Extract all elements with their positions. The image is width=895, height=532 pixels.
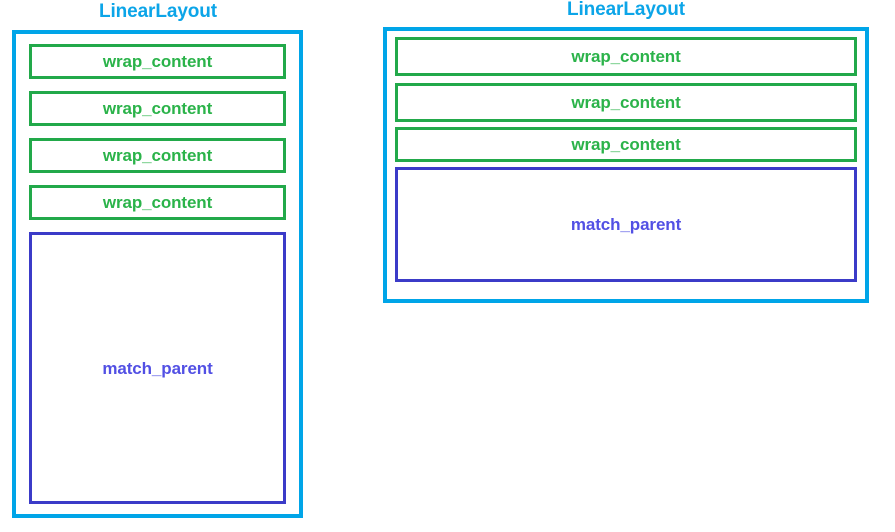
child-label: wrap_content (102, 193, 213, 212)
child-box-wrap-content: wrap_content (29, 138, 286, 173)
child-box-match-parent: match_parent (29, 232, 286, 504)
child-box-wrap-content: wrap_content (29, 91, 286, 126)
linearlayout-container-right: wrap_content wrap_content wrap_content m… (383, 27, 869, 303)
child-label: wrap_content (102, 52, 213, 71)
child-box-wrap-content: wrap_content (395, 83, 857, 122)
linearlayout-container-left: wrap_content wrap_content wrap_content w… (12, 30, 303, 518)
layout-panel-left: LinearLayout wrap_content wrap_content w… (0, 2, 316, 518)
child-box-wrap-content: wrap_content (395, 127, 857, 162)
child-box-wrap-content: wrap_content (29, 44, 286, 79)
child-box-wrap-content: wrap_content (29, 185, 286, 220)
panel-title-left: LinearLayout (98, 1, 218, 22)
layout-panel-right: LinearLayout wrap_content wrap_content w… (383, 0, 869, 303)
child-box-match-parent: match_parent (395, 167, 857, 282)
child-label: wrap_content (102, 146, 213, 165)
child-label: wrap_content (571, 93, 681, 112)
child-label: match_parent (102, 358, 213, 378)
panel-title-right: LinearLayout (566, 0, 686, 20)
child-box-wrap-content: wrap_content (395, 37, 857, 76)
child-label: wrap_content (571, 135, 681, 154)
child-label: match_parent (570, 215, 682, 234)
child-label: wrap_content (571, 47, 681, 66)
child-label: wrap_content (102, 99, 213, 118)
